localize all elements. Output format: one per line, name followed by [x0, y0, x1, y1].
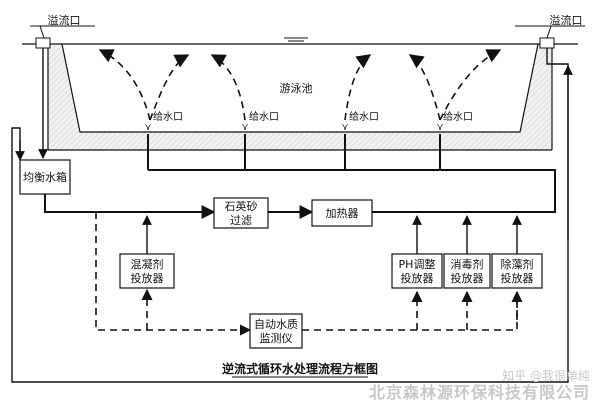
svg-text:⋎: ⋎ — [341, 122, 348, 133]
coagulant-label-1: 混凝剂 — [131, 257, 164, 271]
watermark-company: 北京森林源环保科技有限公司 — [369, 383, 590, 400]
overflow-right-label: 溢流口 — [550, 13, 583, 27]
monitor-label-2: 监测仪 — [260, 332, 293, 345]
sand-filter-label-1: 石英砂 — [225, 199, 258, 213]
supply-pipes — [147, 134, 556, 213]
overflow-return-right — [11, 48, 573, 383]
algae-dispenser: 除藻剂 投放器 — [491, 215, 543, 289]
sand-filter-label-2: 过滤 — [230, 214, 252, 227]
overflow-left: 溢流口 — [30, 13, 95, 39]
main-circulation-line — [44, 194, 430, 219]
inlet-1: 给水口 ⋎ — [144, 110, 183, 133]
overflow-right: 溢流口 — [515, 13, 585, 39]
overflow-gutter-left — [35, 37, 51, 49]
svg-text:⋎: ⋎ — [241, 122, 248, 133]
algae-label-1: 除藻剂 — [501, 257, 534, 271]
watermark-zhihu: 知乎 @我很单纯 — [502, 369, 590, 383]
inlet-label: 给水口 — [249, 110, 279, 123]
disinfectant-dispenser: 消毒剂 投放器 — [443, 215, 491, 289]
heater-label: 加热器 — [326, 207, 359, 220]
water-quality-monitor: 自动水质 监测仪 — [249, 313, 303, 349]
inlet-label: 给水口 — [443, 110, 473, 123]
overflow-gutter-right — [539, 37, 555, 49]
inlet-2: 给水口 ⋎ — [241, 110, 279, 133]
monitor-label-1: 自动水质 — [254, 318, 298, 331]
inlet-3: 给水口 ⋎ — [341, 110, 379, 133]
disinfectant-label-1: 消毒剂 — [451, 257, 484, 271]
ph-label-1: PH调整 — [399, 257, 436, 271]
svg-text:⋎: ⋎ — [144, 122, 151, 133]
pool-label: 游泳池 — [280, 81, 313, 95]
heater: 加热器 — [311, 199, 373, 227]
algae-label-2: 投放器 — [501, 271, 534, 285]
inlet-4: 给水口 ⋎ — [436, 110, 473, 133]
pool-circulation-arrows — [98, 49, 502, 121]
sand-filter: 石英砂 过滤 — [213, 197, 269, 229]
coagulant-label-2: 投放器 — [131, 271, 164, 285]
svg-text:⋎: ⋎ — [436, 122, 443, 133]
coagulant-dispenser: 混凝剂 投放器 — [119, 215, 175, 289]
ph-label-2: 投放器 — [401, 271, 434, 285]
water-surface-icon — [284, 37, 308, 45]
disinfectant-label-2: 投放器 — [451, 271, 484, 285]
control-signal-lines — [95, 212, 523, 336]
balance-tank: 均衡水箱 — [19, 159, 71, 195]
inlet-label: 给水口 — [153, 110, 183, 123]
inlet-label: 给水口 — [349, 110, 379, 123]
ph-dispenser: PH调整 投放器 — [391, 215, 443, 289]
overflow-left-label: 溢流口 — [48, 13, 81, 27]
balance-tank-label: 均衡水箱 — [23, 170, 67, 184]
diagram-title: 逆流式循环水处理流程方框图 — [222, 361, 378, 376]
